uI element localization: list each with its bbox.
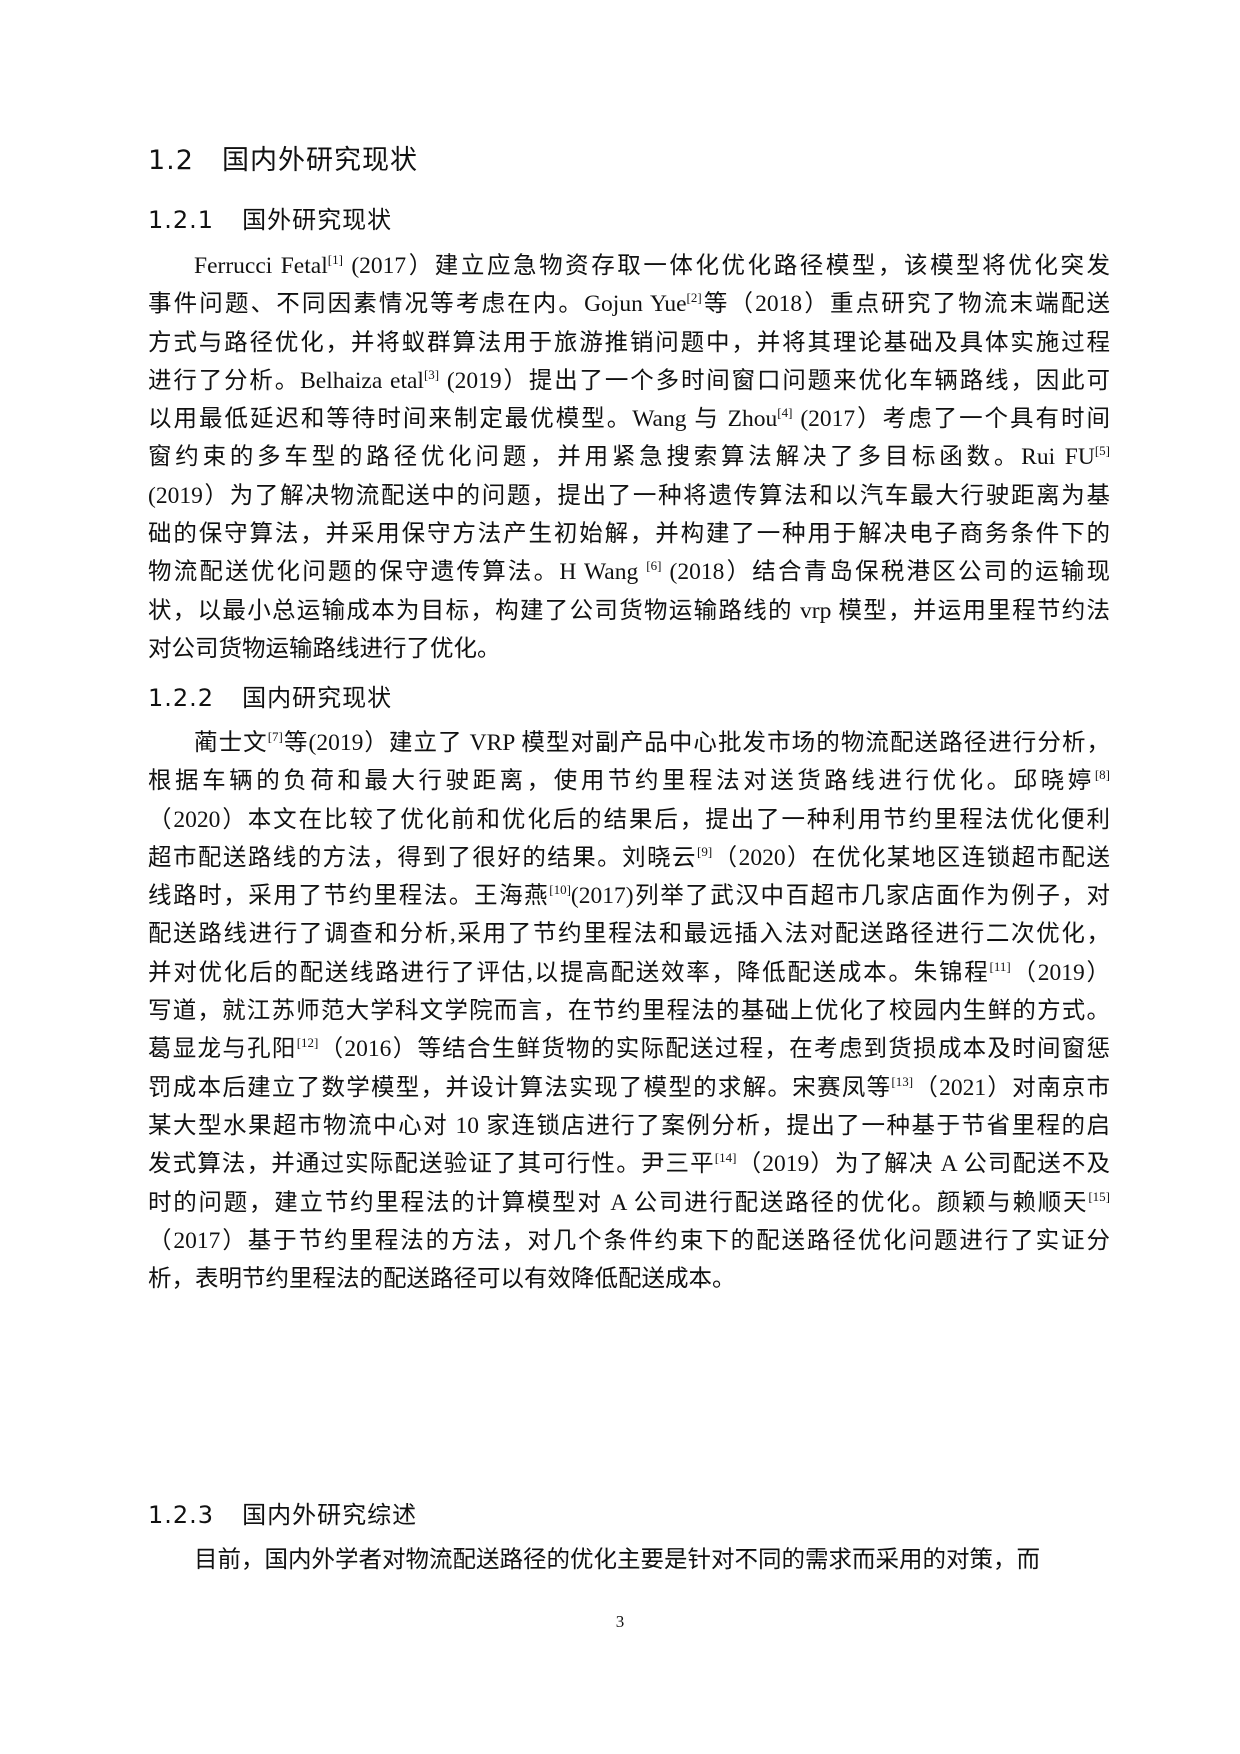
paragraph-research-summary: 目前，国内外学者对物流配送路径的优化主要是针对不同的需求而采用的对策，而 xyxy=(148,1541,1110,1579)
text-line: 罚成本后建立了数学模型，并设计算法实现了模型的求解。宋赛凤等[13]（2021）… xyxy=(148,1069,1110,1107)
text-run: 进行了分析。Belhaiza etal xyxy=(148,367,424,394)
subsection-title: 国内研究现状 xyxy=(242,684,393,712)
citation-reference: [7] xyxy=(267,729,283,744)
citation-reference: [1] xyxy=(327,252,343,267)
text-line: 目前，国内外学者对物流配送路径的优化主要是针对不同的需求而采用的对策，而 xyxy=(148,1541,1110,1579)
subsection-heading-1-2-3: 1.2.3 国内外研究综述 xyxy=(148,1495,417,1530)
paragraph-foreign-research: Ferrucci Fetal[1] (2017）建立应急物资存取一体化优化路径模… xyxy=(148,247,1110,668)
text-run: 事件问题、不同因素情况等考虑在内。Gojun Yue xyxy=(148,291,687,318)
text-run: 时的问题，建立节约里程法的计算模型对 A 公司进行配送路径的优化。颜颖与赖顺天 xyxy=(148,1189,1089,1216)
text-run: 以用最低延迟和等待时间来制定最优模型。Wang 与 Zhou xyxy=(148,406,778,433)
text-run: (2019）提出了一个多时间窗口问题来优化车辆路线，因此可 xyxy=(439,367,1111,394)
section-heading: 1.2 国内外研究现状 xyxy=(148,138,418,177)
section-number: 1.2 xyxy=(148,145,194,176)
citation-reference: [8] xyxy=(1094,767,1110,783)
text-run: (2017)列举了武汉中百超市几家店面作为例子，对 xyxy=(570,883,1111,910)
text-line: 写道，就江苏师范大学科文学院而言，在节约里程法的基础上优化了校园内生鲜的方式。 xyxy=(148,992,1110,1030)
text-line: 时的问题，建立节约里程法的计算模型对 A 公司进行配送路径的优化。颜颖与赖顺天[… xyxy=(148,1184,1110,1222)
text-run: 罚成本后建立了数学模型，并设计算法实现了模型的求解。宋赛凤等 xyxy=(148,1074,892,1101)
citation-reference: [10] xyxy=(549,882,571,898)
text-run: 蔺士文 xyxy=(194,730,268,756)
text-run: 并对优化后的配送线路进行了评估,以提高配送效率，降低配送成本。朱锦程 xyxy=(148,959,990,986)
text-run: （2020）本文在比较了优化前和优化后的结果后，提出了一种利用节约里程法优化便利 xyxy=(148,806,1110,833)
text-line: 以用最低延迟和等待时间来制定最优模型。Wang 与 Zhou[4] (2017）… xyxy=(148,400,1110,438)
text-run: 析，表明节约里程法的配送路径可以有效降低配送成本。 xyxy=(148,1266,736,1293)
text-line: 方式与路径优化，并将蚁群算法用于旅游推销问题中，并将其理论基础及具体实施过程 xyxy=(148,324,1110,362)
text-run: 础的保守算法，并采用保守方法产生初始解，并构建了一种用于解决电子商务条件下的 xyxy=(148,521,1110,548)
citation-reference: [14] xyxy=(714,1150,737,1166)
section-title: 国内外研究现状 xyxy=(221,145,418,176)
text-run: 方式与路径优化，并将蚁群算法用于旅游推销问题中，并将其理论基础及具体实施过程 xyxy=(148,329,1110,356)
text-run: 根据车辆的负荷和最大行驶距离，使用节约里程法对送货路线进行优化。邱晓婷 xyxy=(148,768,1095,795)
text-line: 发式算法，并通过实际配送验证了其可行性。尹三平[14]（2019）为了解决 A … xyxy=(148,1145,1110,1183)
text-run: 发式算法，并通过实际配送验证了其可行性。尹三平 xyxy=(148,1151,715,1178)
text-line: 并对优化后的配送线路进行了评估,以提高配送效率，降低配送成本。朱锦程[11]（2… xyxy=(148,954,1110,992)
text-run: （2019） xyxy=(1010,959,1111,986)
text-line: 葛显龙与孔阳[12]（2016）等结合生鲜货物的实际配送过程，在考虑到货损成本及… xyxy=(148,1030,1110,1068)
text-line: 进行了分析。Belhaiza etal[3] (2019）提出了一个多时间窗口问… xyxy=(148,362,1110,400)
text-line: （2017）基于节约里程法的方法，对几个条件约束下的配送路径优化问题进行了实证分 xyxy=(148,1222,1110,1260)
citation-reference: [4] xyxy=(777,405,793,421)
citation-reference: [11] xyxy=(989,958,1011,974)
text-run: 物流配送优化问题的保守遗传算法。H Wang xyxy=(148,559,647,586)
subsection-heading-1-2-1: 1.2.1 国外研究现状 xyxy=(148,200,392,235)
text-run: (2017）建立应急物资存取一体化优化路径模型，该模型将优化突发 xyxy=(342,253,1111,279)
citation-reference: [13] xyxy=(891,1073,914,1089)
text-run: 等（2018）重点研究了物流末端配送 xyxy=(701,291,1110,318)
text-line: 某大型水果超市物流中心对 10 家连锁店进行了案例分析，提出了一种基于节省里程的… xyxy=(148,1107,1110,1145)
text-line: Ferrucci Fetal[1] (2017）建立应急物资存取一体化优化路径模… xyxy=(148,247,1110,285)
text-line: 状，以最小总运输成本为目标，构建了公司货物运输路线的 vrp 模型，并运用里程节… xyxy=(148,592,1110,630)
citation-reference: [12] xyxy=(296,1035,319,1051)
text-line: （2020）本文在比较了优化前和优化后的结果后，提出了一种利用节约里程法优化便利 xyxy=(148,801,1110,839)
text-run: 等(2019）建立了 VRP 模型对副产品中心批发市场的物流配送路径进行分析， xyxy=(282,730,1111,756)
text-line: 配送路线进行了调查和分析,采用了节约里程法和最远插入法对配送路径进行二次优化， xyxy=(148,915,1110,953)
text-run: (2018）结合青岛保税港区公司的运输现 xyxy=(661,559,1110,586)
text-run: 配送路线进行了调查和分析,采用了节约里程法和最远插入法对配送路径进行二次优化， xyxy=(148,921,1110,948)
text-run: 窗约束的多车型的路径优化问题，并用紧急搜索算法解决了多目标函数。Rui FU xyxy=(148,444,1095,471)
text-line: 础的保守算法，并采用保守方法产生初始解，并构建了一种用于解决电子商务条件下的 xyxy=(148,515,1110,553)
text-line: (2019）为了解决物流配送中的问题，提出了一种将遗传算法和以汽车最大行驶距离为… xyxy=(148,477,1110,515)
citation-reference: [2] xyxy=(686,290,702,306)
subsection-number: 1.2.1 xyxy=(148,206,215,234)
citation-reference: [15] xyxy=(1088,1188,1110,1204)
citation-reference: [6] xyxy=(646,558,662,574)
text-run: Ferrucci Fetal xyxy=(194,253,328,279)
text-run: 写道，就江苏师范大学科文学院而言，在节约里程法的基础上优化了校园内生鲜的方式。 xyxy=(148,998,1110,1025)
text-line: 事件问题、不同因素情况等考虑在内。Gojun Yue[2]等（2018）重点研究… xyxy=(148,285,1110,323)
text-line: 对公司货物运输路线进行了优化。 xyxy=(148,630,1110,668)
text-line: 超市配送路线的方法，得到了很好的结果。刘晓云[9]（2020）在优化某地区连锁超… xyxy=(148,839,1110,877)
subsection-title: 国内外研究综述 xyxy=(242,1501,418,1529)
text-line: 析，表明节约里程法的配送路径可以有效降低配送成本。 xyxy=(148,1260,1110,1298)
subsection-heading-1-2-2: 1.2.2 国内研究现状 xyxy=(148,678,392,713)
text-run: 葛显龙与孔阳 xyxy=(148,1036,297,1063)
text-run: （2017）基于节约里程法的方法，对几个条件约束下的配送路径优化问题进行了实证分 xyxy=(148,1227,1110,1254)
text-line: 线路时，采用了节约里程法。王海燕[10](2017)列举了武汉中百超市几家店面作… xyxy=(148,877,1110,915)
subsection-number: 1.2.2 xyxy=(148,684,215,712)
subsection-title: 国外研究现状 xyxy=(242,206,393,234)
text-run: (2017）考虑了一个具有时间 xyxy=(792,406,1110,433)
citation-reference: [9] xyxy=(697,843,713,859)
paragraph-domestic-research: 蔺士文[7]等(2019）建立了 VRP 模型对副产品中心批发市场的物流配送路径… xyxy=(148,724,1110,1298)
text-line: 根据车辆的负荷和最大行驶距离，使用节约里程法对送货路线进行优化。邱晓婷[8] xyxy=(148,762,1110,800)
text-run: （2016）等结合生鲜货物的实际配送过程，在考虑到货损成本及时间窗惩 xyxy=(318,1036,1111,1063)
text-run: 对公司货物运输路线进行了优化。 xyxy=(148,635,501,662)
text-run: （2021）对南京市 xyxy=(913,1074,1111,1101)
text-run: 超市配送路线的方法，得到了很好的结果。刘晓云 xyxy=(148,844,698,871)
text-line: 窗约束的多车型的路径优化问题，并用紧急搜索算法解决了多目标函数。Rui FU[5… xyxy=(148,438,1110,476)
page-number: 3 xyxy=(615,1612,625,1631)
text-run: (2019）为了解决物流配送中的问题，提出了一种将遗传算法和以汽车最大行驶距离为… xyxy=(148,482,1110,509)
text-run: （2020）在优化某地区连锁超市配送 xyxy=(712,844,1111,871)
citation-reference: [5] xyxy=(1094,443,1110,459)
text-run: 某大型水果超市物流中心对 10 家连锁店进行了案例分析，提出了一种基于节省里程的… xyxy=(148,1112,1110,1139)
text-run: 状，以最小总运输成本为目标，构建了公司货物运输路线的 vrp 模型，并运用里程节… xyxy=(148,597,1110,624)
text-run: （2019）为了解决 A 公司配送不及 xyxy=(736,1151,1110,1178)
text-run: 目前，国内外学者对物流配送路径的优化主要是针对不同的需求而采用的对策，而 xyxy=(194,1547,1040,1573)
subsection-number: 1.2.3 xyxy=(148,1501,215,1529)
text-line: 物流配送优化问题的保守遗传算法。H Wang [6] (2018）结合青岛保税港… xyxy=(148,553,1110,591)
text-line: 蔺士文[7]等(2019）建立了 VRP 模型对副产品中心批发市场的物流配送路径… xyxy=(148,724,1110,762)
citation-reference: [3] xyxy=(423,366,440,382)
text-run: 线路时，采用了节约里程法。王海燕 xyxy=(148,883,550,910)
